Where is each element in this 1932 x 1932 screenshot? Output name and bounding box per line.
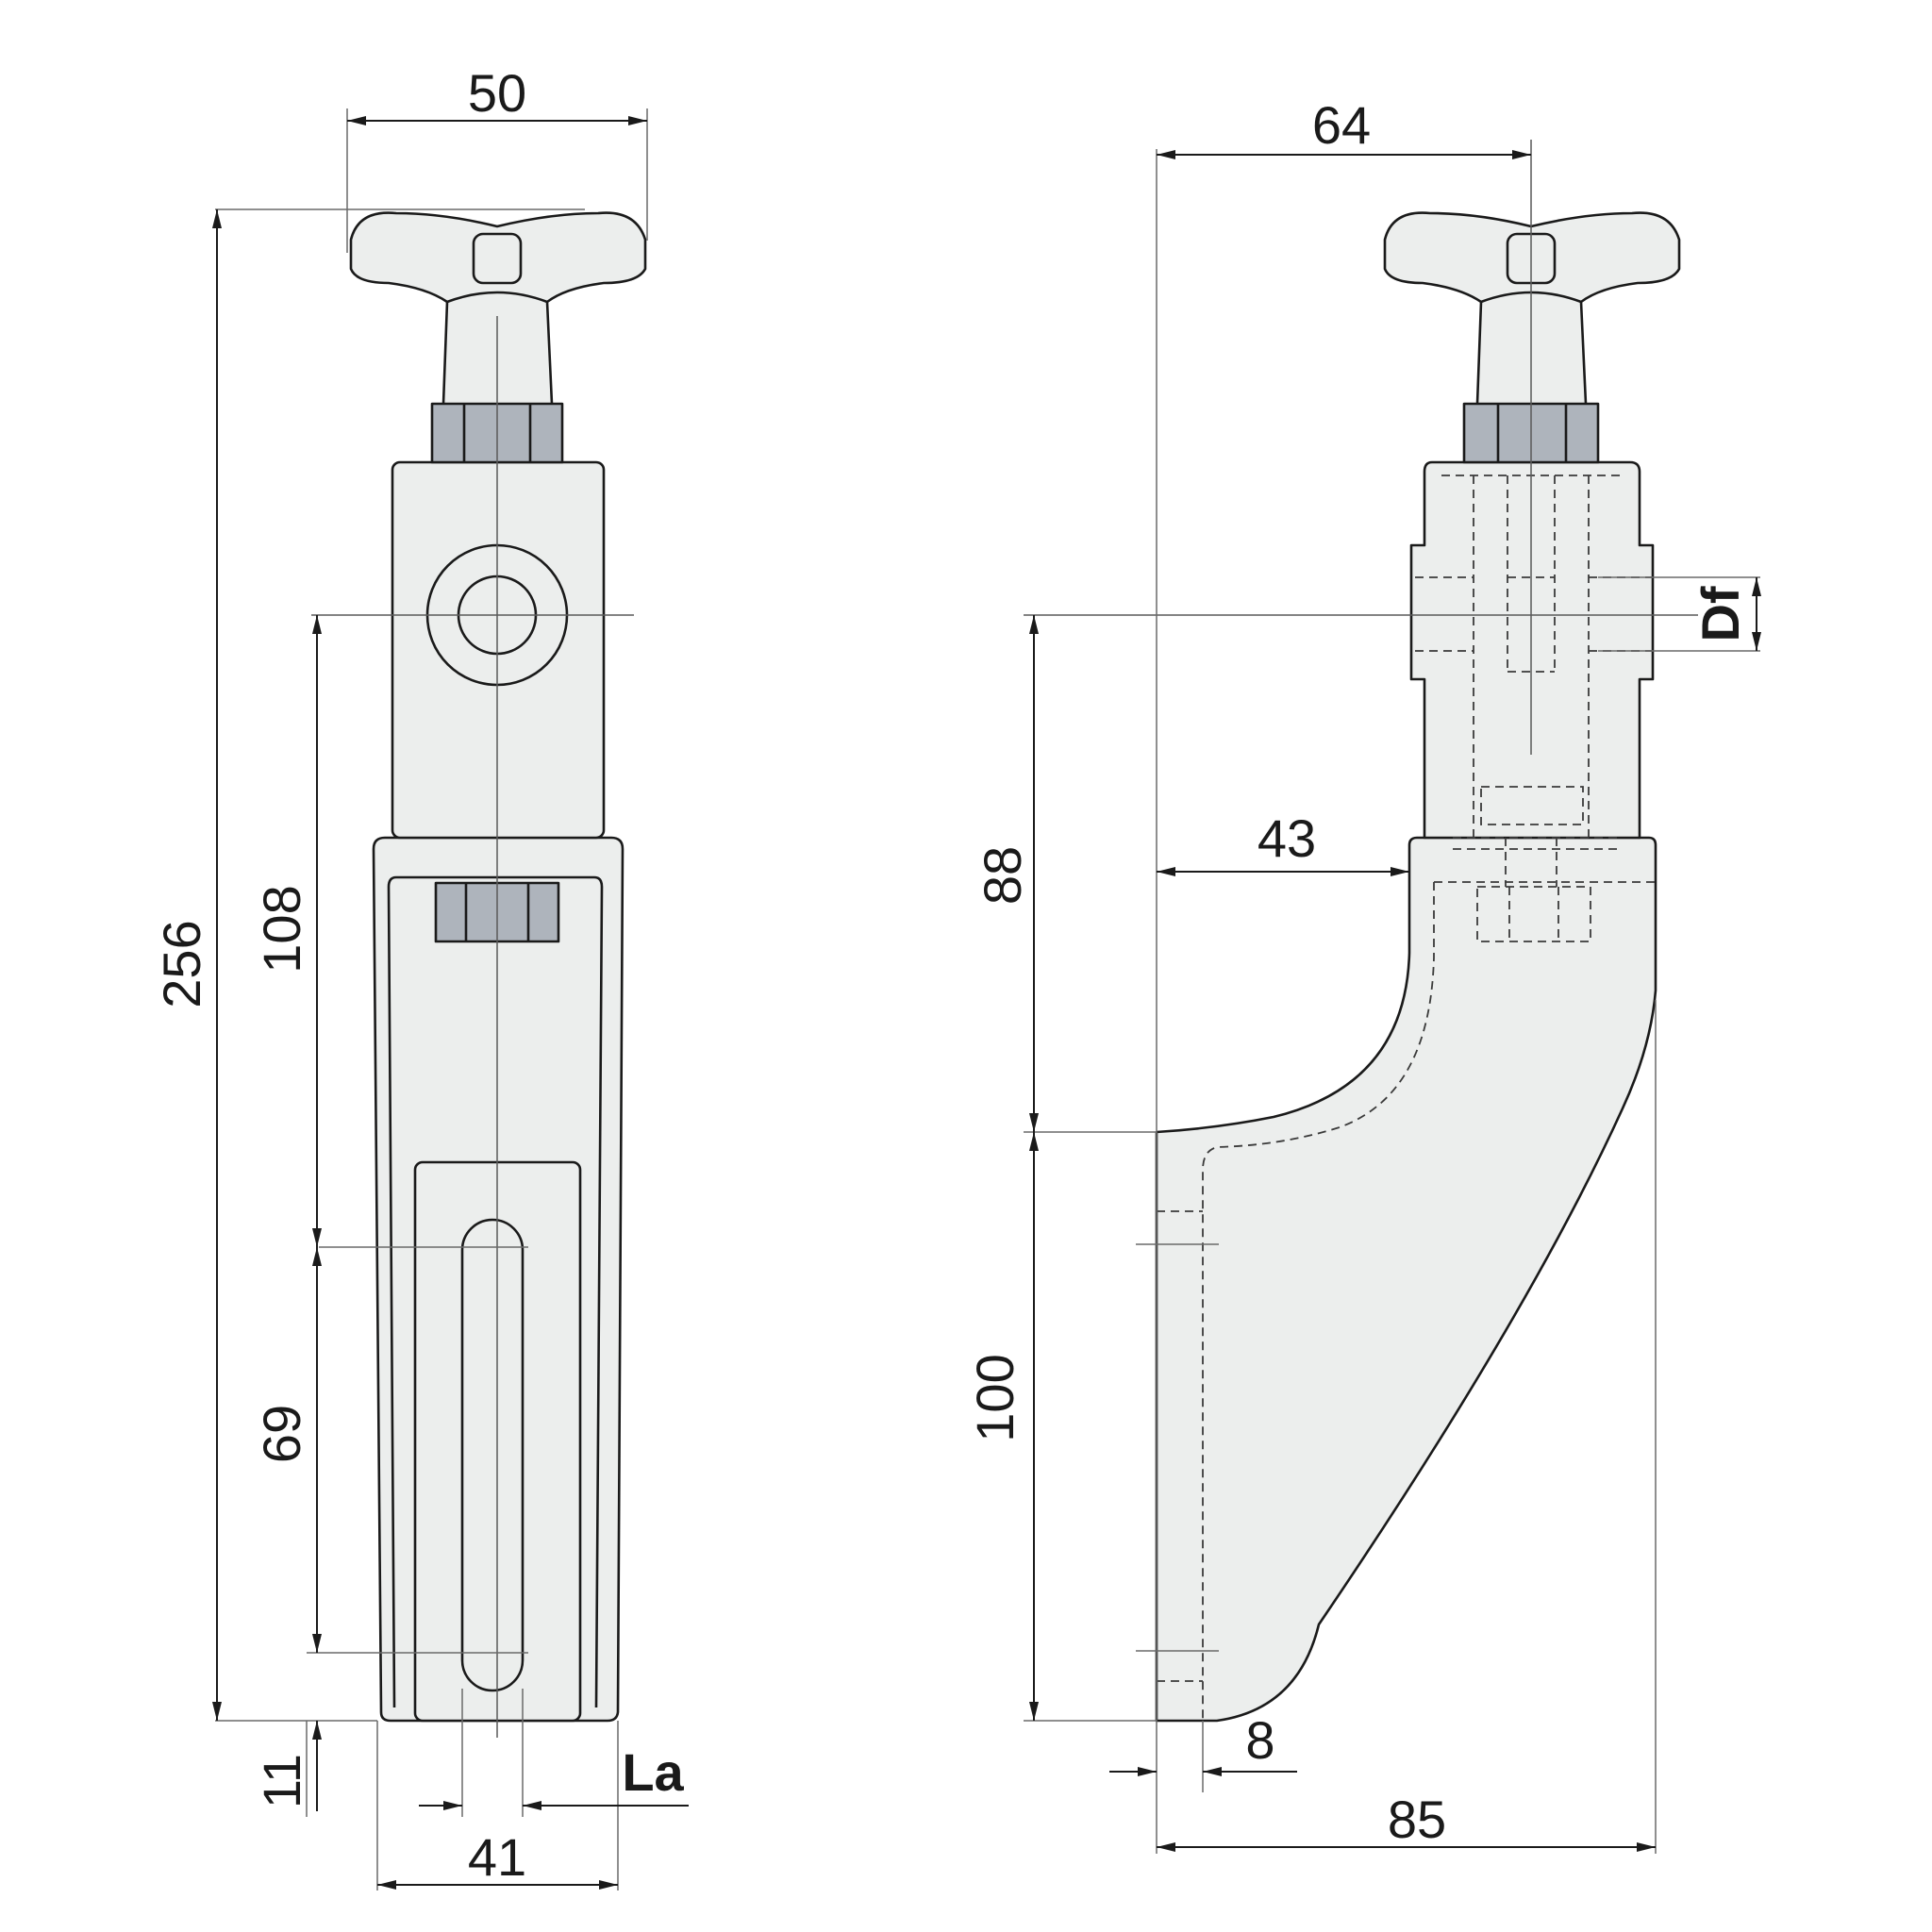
dim-base-width: 41 <box>468 1827 526 1887</box>
front-top-nut-faces <box>462 404 532 462</box>
side-extension-lines <box>1024 149 1760 1854</box>
front-slot <box>460 1218 525 1692</box>
dim-hole-diameter: Df <box>1690 586 1750 641</box>
dim-inner-reach: 43 <box>1257 808 1316 868</box>
dim-hole-to-slot-top: 108 <box>252 885 311 973</box>
dim-base-offset: 11 <box>252 1754 311 1808</box>
side-view: 64 Df 43 88 100 8 85 <box>965 95 1761 1854</box>
dim-wall-thickness: 8 <box>1245 1710 1274 1770</box>
dim-slot-width: La <box>622 1742 684 1802</box>
front-lower-nut-faces <box>464 883 530 941</box>
front-knob <box>349 211 647 410</box>
dim-slot-length: 69 <box>252 1405 311 1463</box>
side-knob <box>1383 211 1681 410</box>
dim-top-width: 50 <box>468 63 526 123</box>
dim-knob-offset: 64 <box>1312 95 1371 155</box>
front-knob-neck-line <box>446 291 548 304</box>
front-knob-center-mark <box>472 232 523 285</box>
side-clamp-arm <box>1155 836 1657 1723</box>
front-foot-inner-recess <box>387 875 604 1708</box>
dim-lower-height: 100 <box>965 1354 1024 1441</box>
dim-upper-height: 88 <box>973 846 1032 905</box>
side-upper-block <box>1409 460 1655 840</box>
dim-overall-depth: 85 <box>1388 1790 1446 1849</box>
side-top-nut-faces <box>1496 404 1568 462</box>
dim-overall-height: 256 <box>152 920 211 1008</box>
front-view: 50 256 108 69 11 41 La <box>152 63 689 1890</box>
